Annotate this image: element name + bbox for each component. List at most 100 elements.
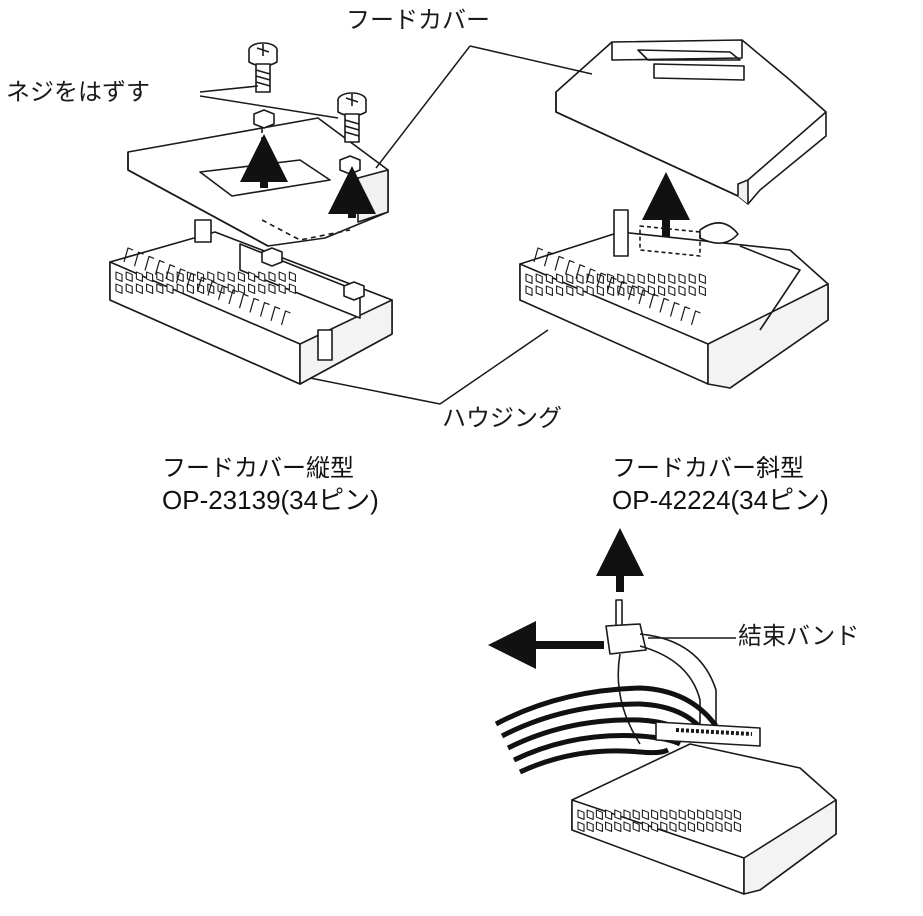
pin-hole — [156, 283, 164, 295]
pin-hole — [660, 821, 668, 833]
pin-hole — [525, 285, 533, 297]
pin-hole — [268, 283, 276, 295]
pin-hole — [595, 809, 603, 821]
housing-label: ハウジング — [442, 404, 562, 432]
housing-rib — [196, 276, 207, 292]
pin-hole — [146, 271, 154, 283]
diagonal-caption-code: OP-42224(34ピン) — [612, 485, 829, 515]
housing-rib — [280, 310, 291, 326]
pin-hole — [258, 271, 266, 283]
housing-rib — [249, 297, 260, 313]
pin-hole — [217, 271, 225, 283]
pin-hole — [125, 271, 133, 283]
housing-rib — [638, 289, 649, 305]
pin-hole — [706, 821, 714, 833]
pin-hole — [566, 273, 574, 285]
hood-cover-label: フードカバー — [346, 6, 490, 34]
pin-hole — [724, 821, 732, 833]
cable-tie-housing-pins — [577, 809, 741, 833]
pin-hole — [288, 283, 296, 295]
screw-right — [337, 92, 367, 143]
leader-lines — [199, 45, 736, 639]
housing-rib — [690, 310, 701, 326]
pin-hole — [556, 273, 564, 285]
pin-hole — [278, 271, 286, 283]
housing-rib — [585, 268, 596, 284]
housing-rib — [659, 297, 670, 313]
screw-left — [248, 42, 278, 93]
diagonal-housing-pins — [525, 273, 706, 297]
pin-hole — [724, 809, 732, 821]
housing-rib — [648, 293, 659, 309]
housing-rib — [543, 251, 554, 267]
housing-rib — [575, 264, 586, 279]
pin-hole — [641, 821, 649, 833]
pin-hole — [156, 271, 164, 283]
housing-rib — [165, 264, 176, 279]
pin-hole — [733, 821, 741, 833]
pin-hole — [115, 283, 123, 295]
pin-hole — [576, 285, 584, 297]
housing-rib — [186, 272, 197, 288]
housing-rib — [533, 247, 544, 263]
diagonal-caption: フードカバー斜型 OP-42224(34ピン) — [612, 452, 829, 516]
pin-hole — [248, 271, 256, 283]
pin-hole — [687, 809, 695, 821]
pin-hole — [687, 821, 695, 833]
pin-hole — [258, 283, 266, 295]
diagonal-hood-cover — [555, 39, 827, 205]
housing-rib — [270, 306, 281, 321]
pin-hole — [647, 273, 655, 285]
pin-hole — [614, 821, 622, 833]
pin-hole — [669, 821, 677, 833]
housing-rib — [606, 276, 617, 292]
housing-rib — [554, 255, 565, 271]
pin-hole — [715, 809, 723, 821]
pin-hole — [278, 283, 286, 295]
pin-hole — [535, 285, 543, 297]
housing-rib — [596, 272, 607, 288]
housing-rib — [627, 285, 638, 300]
housing-rib — [123, 247, 134, 263]
pin-hole — [595, 821, 603, 833]
pin-hole — [651, 809, 659, 821]
pin-hole — [641, 809, 649, 821]
pin-hole — [556, 285, 564, 297]
pin-hole — [632, 809, 640, 821]
pin-hole — [678, 821, 686, 833]
pin-hole — [586, 821, 594, 833]
diagonal-hood-assembly — [519, 39, 829, 389]
pin-hole — [545, 273, 553, 285]
pin-hole — [627, 273, 635, 285]
pin-hole — [623, 809, 631, 821]
pin-hole — [545, 285, 553, 297]
housing-rib — [238, 293, 249, 309]
housing-rib — [133, 251, 144, 267]
diagonal-housing — [519, 209, 829, 389]
pin-hole — [669, 809, 677, 821]
pin-hole — [577, 809, 585, 821]
diagonal-caption-name: フードカバー斜型 — [612, 454, 804, 482]
vertical-hood-assembly — [109, 42, 393, 385]
cable-tie-assembly — [488, 528, 837, 895]
pin-hole — [733, 809, 741, 821]
pin-hole — [697, 809, 705, 821]
pin-hole — [660, 809, 668, 821]
housing-rib — [617, 281, 628, 296]
cable-tie — [605, 599, 717, 745]
pin-hole — [715, 821, 723, 833]
pin-hole — [688, 273, 696, 285]
housing-rib — [259, 302, 270, 317]
cable-tie-label: 結束バンド — [738, 622, 860, 650]
housing-rib — [217, 285, 228, 300]
pin-hole — [535, 273, 543, 285]
housing-rib — [228, 289, 239, 305]
pin-hole — [651, 821, 659, 833]
housing-rib — [564, 260, 575, 275]
pin-hole — [647, 285, 655, 297]
pin-hole — [658, 285, 666, 297]
diagonal-housing-ribs — [533, 247, 701, 326]
pin-hole — [623, 821, 631, 833]
pin-hole — [186, 283, 194, 295]
